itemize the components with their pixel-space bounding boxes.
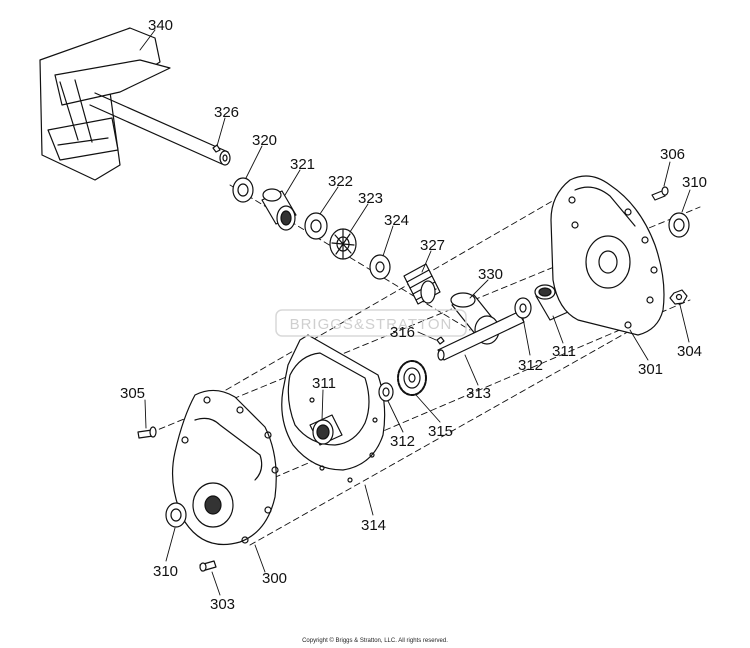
screw-305	[137, 426, 157, 439]
callout-311: 311	[312, 375, 336, 392]
bearing-310-left	[165, 502, 187, 528]
gear-housing-301	[550, 175, 665, 336]
screw-306	[651, 186, 669, 201]
callout-305: 305	[120, 385, 145, 402]
woodruff-key	[212, 144, 221, 153]
callout-311: 311	[552, 343, 576, 360]
callout-310: 310	[153, 563, 178, 580]
spur-gear-315	[397, 360, 427, 396]
screw-303	[199, 560, 217, 572]
callout-324: 324	[384, 212, 409, 229]
callout-316: 316	[390, 324, 415, 341]
bearing-310-right	[668, 212, 690, 238]
callout-321: 321	[290, 156, 315, 173]
bushing-321	[261, 188, 297, 231]
callout-312: 312	[390, 433, 415, 450]
callout-320: 320	[252, 132, 277, 149]
nut-304	[669, 289, 688, 305]
callout-306: 306	[660, 146, 685, 163]
callout-322: 322	[328, 173, 353, 190]
callout-315: 315	[428, 423, 453, 440]
callout-314: 314	[361, 517, 386, 534]
copyright-notice: Copyright © Briggs & Stratton, LLC. All …	[302, 638, 448, 644]
washer-312-left	[378, 382, 394, 402]
watermark-text: BRIGGS&STRATTON	[290, 316, 453, 333]
callout-303: 303	[210, 596, 235, 613]
gasket-314	[281, 334, 386, 483]
washer-312-right	[514, 297, 532, 319]
key-316	[436, 336, 445, 345]
thrust-bearing-323	[329, 228, 357, 260]
callout-323: 323	[358, 190, 383, 207]
gear-housing-300	[171, 389, 279, 546]
washer-322	[304, 212, 328, 240]
callout-labels: 340 326 320 321 322 323 324 327 330 316 …	[120, 17, 707, 613]
briggs-stratton-watermark: BRIGGS&STRATTON	[275, 309, 467, 337]
bushing-311-left	[309, 414, 343, 446]
callout-300: 300	[262, 570, 287, 587]
callout-301: 301	[638, 361, 663, 378]
callout-304: 304	[677, 343, 702, 360]
leader-lines	[139, 29, 691, 596]
callout-330: 330	[478, 266, 503, 283]
callout-310: 310	[682, 174, 707, 191]
auger-shaft-assembly	[39, 27, 231, 181]
washer-320	[232, 177, 254, 203]
worm-gear-327	[403, 263, 441, 305]
callout-340: 340	[148, 17, 173, 34]
washer-324	[369, 254, 391, 280]
callout-313: 313	[466, 385, 491, 402]
callout-326: 326	[214, 104, 239, 121]
callout-312: 312	[518, 357, 543, 374]
callout-327: 327	[420, 237, 445, 254]
